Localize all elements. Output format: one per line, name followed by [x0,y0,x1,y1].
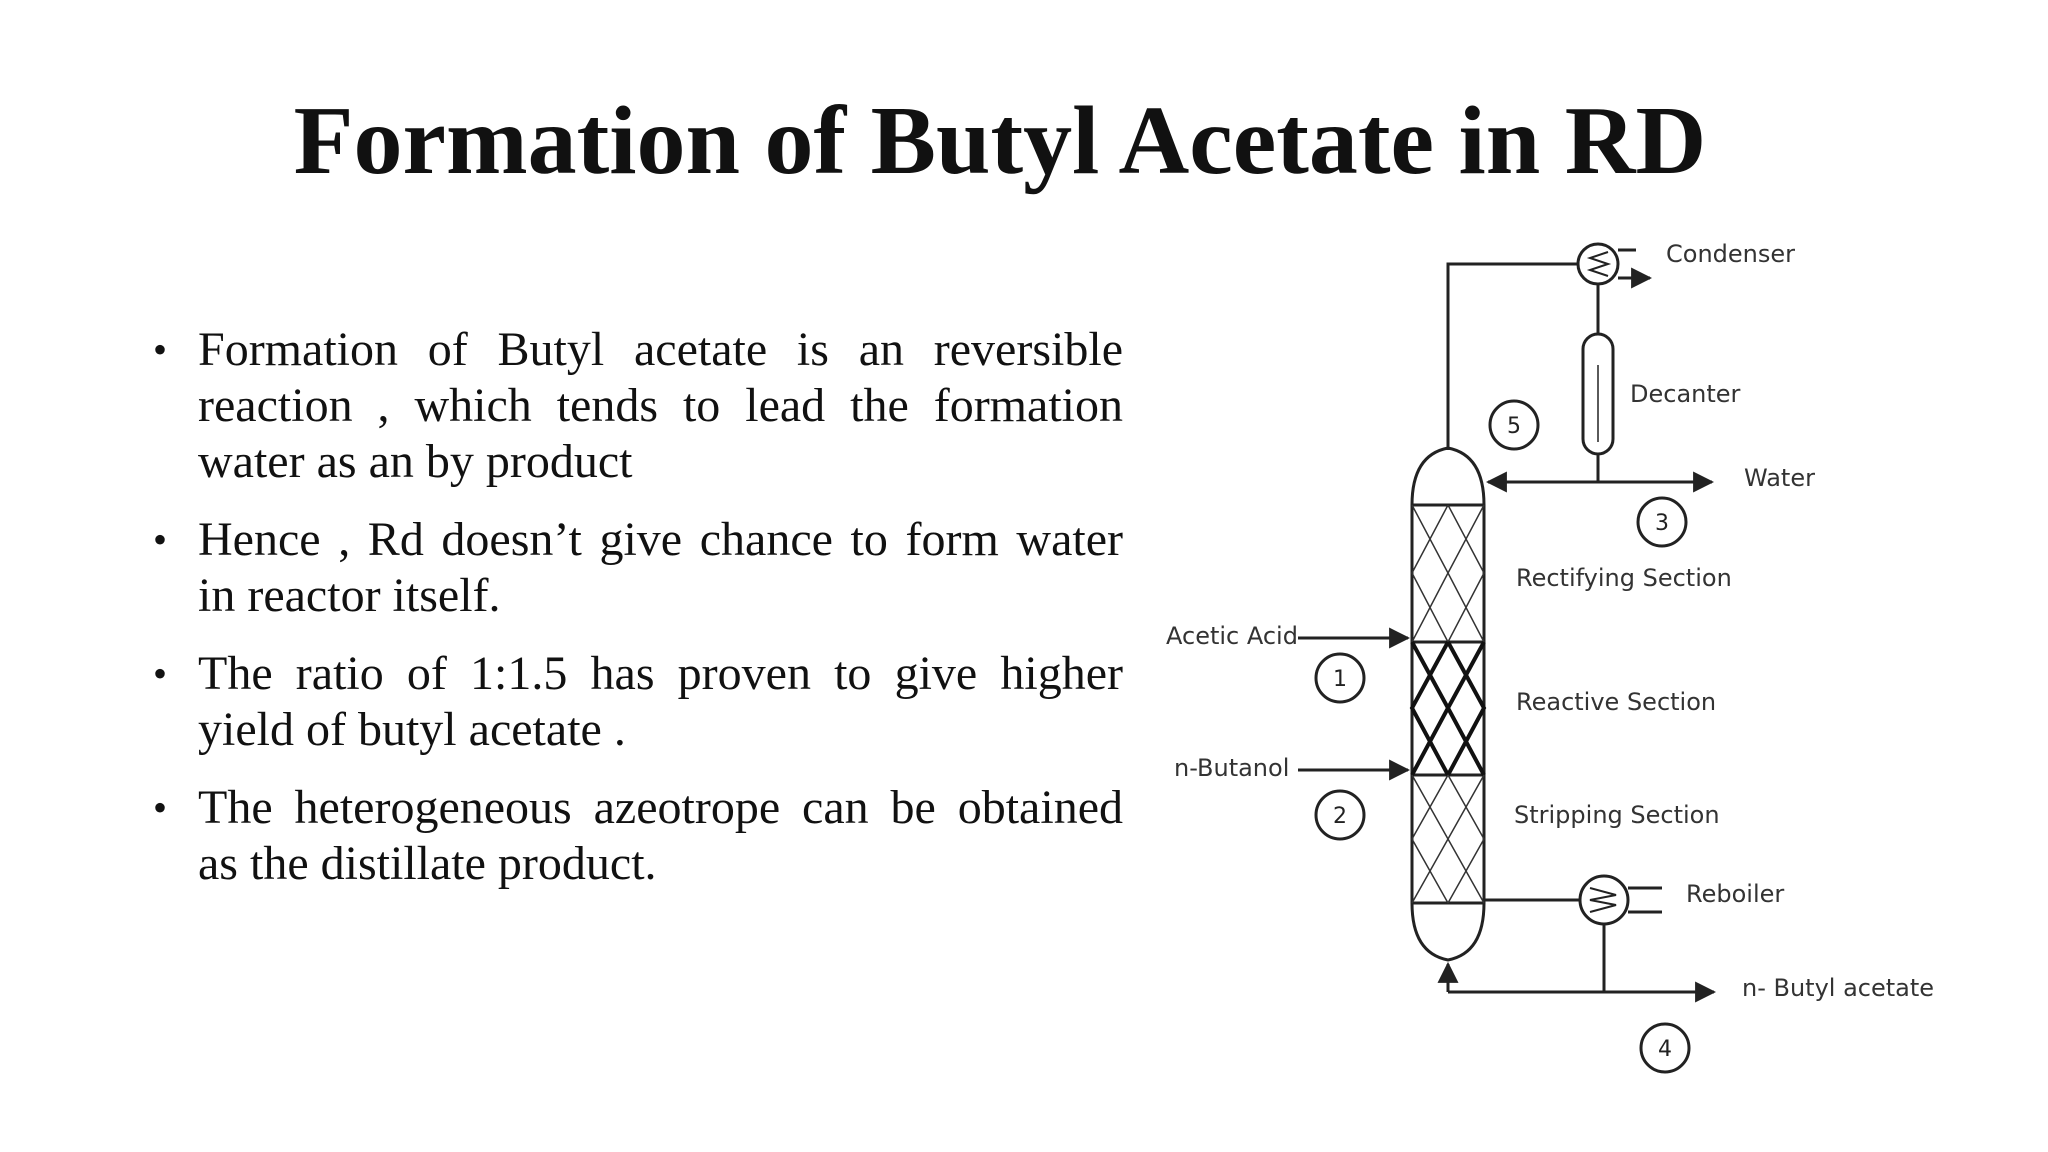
stream-3-number: 3 [1655,511,1669,536]
condenser-label: Condenser [1666,240,1795,268]
bullet-dot: • [153,517,168,562]
condenser-coil [1586,251,1612,277]
stripping-packing [1411,774,1485,904]
overhead-vapor-line [1446,262,1578,450]
bullet-item: • The heterogeneous azeotrope can be obta… [148,780,1123,892]
product-label: n- Butyl acetate [1742,974,1934,1002]
slide-title: Formation of Butyl Acetate in RD [293,87,1707,195]
reboiler-exchanger [1578,874,1630,926]
bullet-dot: • [153,785,168,830]
reboiler-label: Reboiler [1686,880,1784,908]
stream-1-circle [1314,652,1366,704]
bullet-item: • Hence , Rd doesn’t give chance to form … [148,512,1123,624]
n-butanol-label: n-Butanol [1174,754,1289,782]
bullet-dot: • [153,651,168,696]
bullet-text: The ratio of 1:1.5 has proven to give hi… [198,647,1123,756]
condenser-exchanger [1576,242,1620,286]
bullet-item: • Formation of Butyl acetate is an revers… [148,322,1123,490]
stream-4-number: 4 [1658,1037,1672,1062]
bullet-text: Formation of Butyl acetate is an reversi… [198,323,1123,488]
stream-1-number: 1 [1333,667,1347,692]
acetic-acid-label: Acetic Acid [1166,622,1298,650]
bullet-item: • The ratio of 1:1.5 has proven to give h… [148,646,1123,758]
decanter-label: Decanter [1630,380,1741,408]
reboiler-coil [1589,887,1617,913]
reactive-packing [1409,641,1487,776]
bullet-dot: • [153,327,168,372]
rectifying-packing [1411,504,1485,643]
stream-5-number: 5 [1507,414,1521,439]
bullet-text: The heterogeneous azeotrope can be obtai… [198,781,1123,890]
stream-5-circle [1488,399,1540,451]
bullet-text: Hence , Rd doesn’t give chance to form w… [198,513,1123,622]
stripping-section-label: Stripping Section [1514,801,1720,829]
stream-2-number: 2 [1333,804,1347,829]
reactive-section-label: Reactive Section [1516,688,1716,716]
stream-4-circle [1639,1022,1691,1074]
stream-3-circle [1636,496,1688,548]
water-label: Water [1744,464,1815,492]
rectifying-section-label: Rectifying Section [1516,564,1732,592]
bullet-list: • Formation of Butyl acetate is an revers… [148,322,1123,914]
stream-2-circle [1314,789,1366,841]
